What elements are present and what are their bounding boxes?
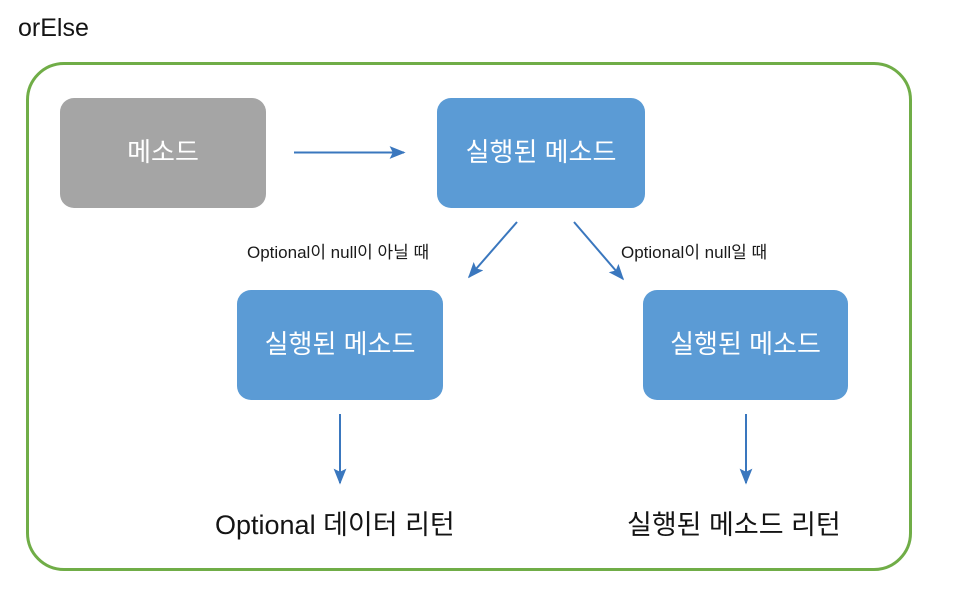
terminal-executed-method-return: 실행된 메소드 리턴 <box>627 510 841 540</box>
diagram-title: orElse <box>18 14 89 42</box>
node-executed-method-top[interactable]: 실행된 메소드 <box>437 98 645 208</box>
node-method[interactable]: 메소드 <box>60 98 266 208</box>
edge-label-optional-not-null: Optional이 null이 아닐 때 <box>247 243 430 262</box>
edge-label-optional-is-null: Optional이 null일 때 <box>621 243 768 262</box>
node-executed-method-right[interactable]: 실행된 메소드 <box>643 290 848 400</box>
terminal-optional-data-return: Optional 데이터 리턴 <box>215 510 455 540</box>
node-executed-method-left[interactable]: 실행된 메소드 <box>237 290 443 400</box>
diagram-group-frame <box>26 62 912 571</box>
